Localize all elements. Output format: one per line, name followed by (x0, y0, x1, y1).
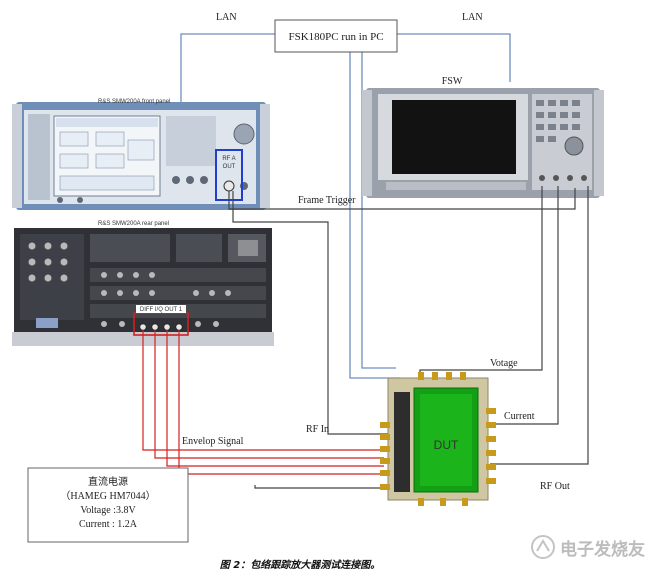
power-supply-title: 直流电源 (88, 475, 128, 488)
voltage-label: Votage (490, 358, 518, 369)
lan-right-label: LAN (462, 12, 483, 23)
smw200a-rear-panel: R&S SMW200A rear panel DIFF I/Q OUT 1 (12, 221, 274, 346)
rf-a-out-label-line1: RF A (222, 156, 235, 162)
rf-in-line (232, 191, 388, 435)
power-supply-model: （HAMEG HM7044） (60, 490, 155, 502)
dut-label: DUT (434, 438, 459, 452)
pc-box: FSK180PC run in PC (274, 19, 398, 53)
watermark: 电子发烧友 (530, 532, 670, 562)
power-supply-box: 直流电源 （HAMEG HM7044） Voltage :3.8V Curren… (27, 467, 189, 543)
figure-caption: 图 2：包络跟踪放大器测试连接图。 (219, 560, 381, 571)
fsw-analyzer: FSW (362, 76, 604, 198)
envelope-line-1 (142, 330, 384, 451)
rf-a-out-label-line2: OUT (223, 164, 236, 170)
frame-trigger-label: Frame Trigger (298, 195, 356, 206)
current-label: Current (504, 411, 535, 422)
rear-panel-title: R&S SMW200A rear panel (98, 221, 169, 227)
front-panel-title: R&S SMW200A front panel (98, 99, 170, 105)
envelop-signal-label: Envelop Signal (182, 436, 244, 447)
voltage-line (419, 186, 543, 384)
pc-box-label: FSK180PC run in PC (288, 31, 383, 43)
lan-line-right (397, 33, 511, 82)
envelope-line-2 (154, 330, 384, 459)
envelope-line-3 (166, 330, 384, 467)
power-supply-current: Current : 1.2A (79, 519, 138, 530)
power-supply-voltage: Voltage :3.8V (80, 505, 136, 516)
smw200a-front-panel: R&S SMW200A front panel RF A OUT (12, 99, 270, 210)
rf-out-line (490, 186, 589, 465)
rf-in-label: RF In (306, 424, 329, 435)
pc-to-dut-line-a (349, 52, 400, 379)
lan-line-left (180, 33, 275, 102)
rf-out-label: RF Out (540, 481, 570, 492)
fsw-label: FSW (442, 76, 463, 87)
watermark-text: 电子发烧友 (560, 539, 645, 560)
diff-iq-out-label: DIFF I/Q OUT 1 (140, 307, 183, 313)
watermark-logo-icon (531, 535, 555, 559)
envelope-line-4 (178, 330, 384, 475)
dut-board: DUT (380, 372, 496, 506)
envelope-connections (142, 330, 384, 475)
lan-left-label: LAN (216, 12, 237, 23)
power-supply-line (254, 485, 392, 489)
current-line (486, 186, 559, 425)
frame-trigger-line (228, 188, 576, 210)
